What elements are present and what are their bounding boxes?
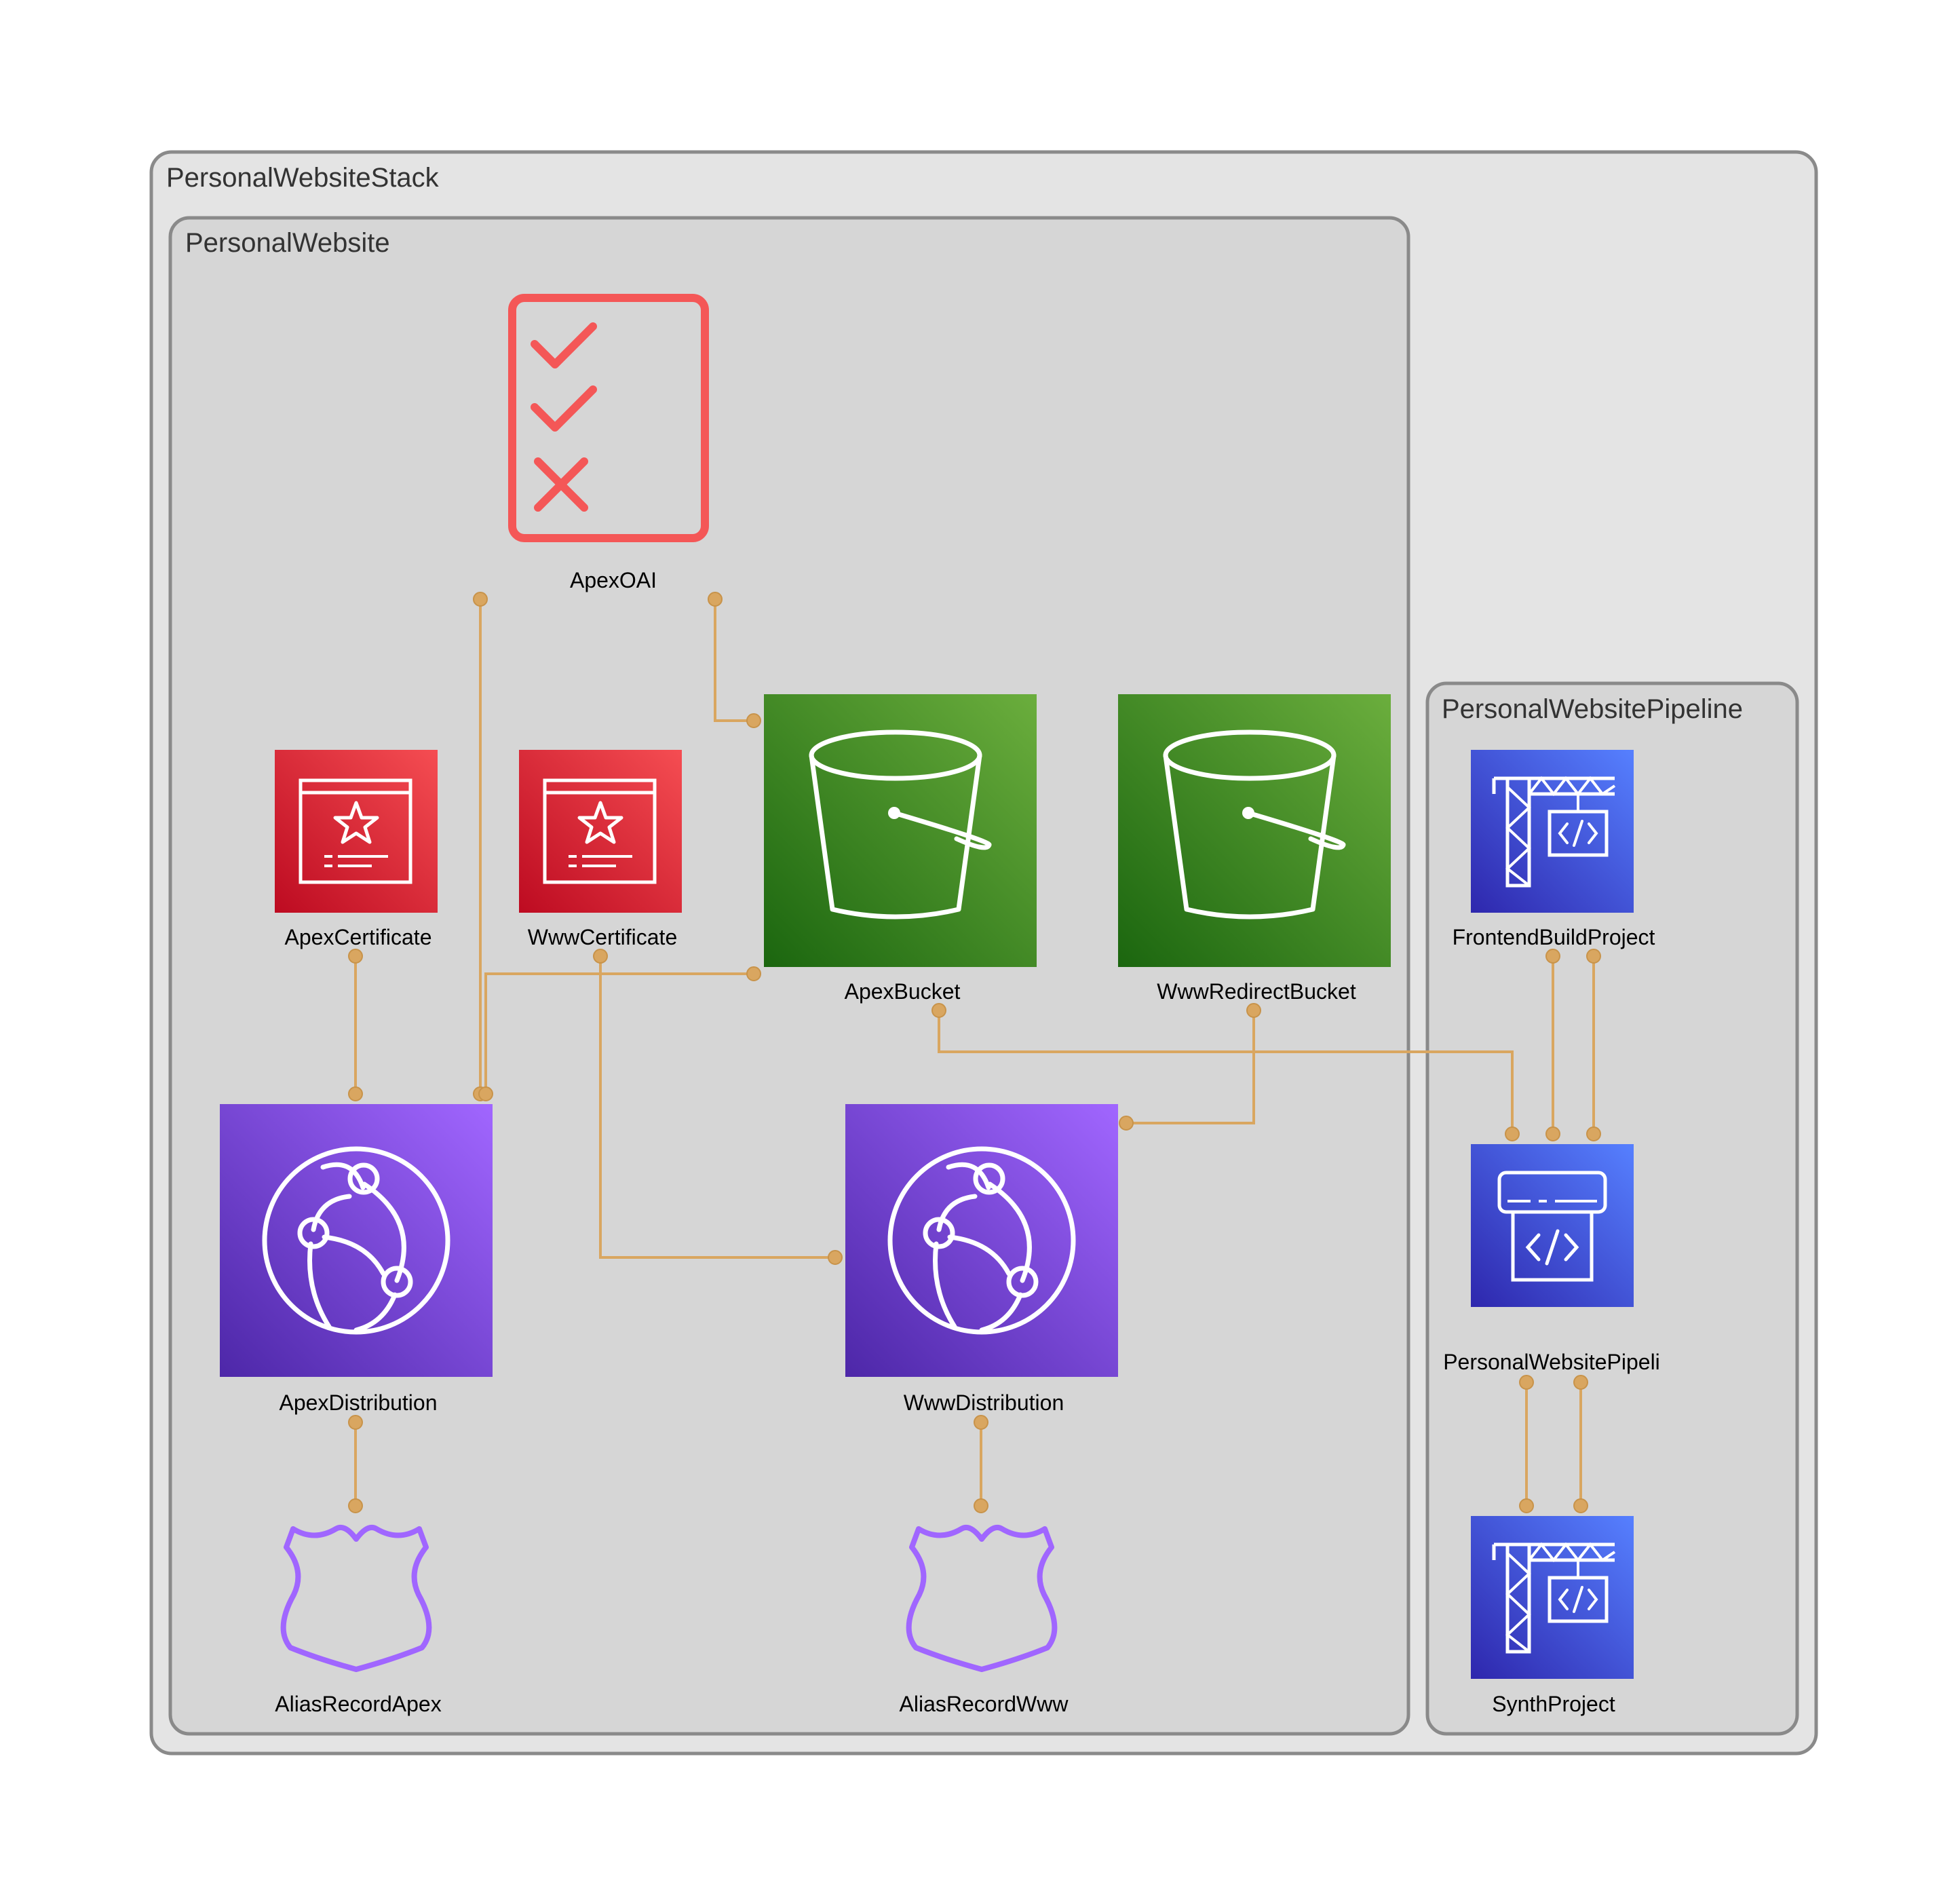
node-apex-oai[interactable]: ApexOAI [508,294,709,592]
cluster-title-pipeline: PersonalWebsitePipeline [1442,694,1743,724]
cluster-title-stack: PersonalWebsiteStack [166,163,440,193]
node-label-apex-certificate: ApexCertificate [285,925,432,949]
node-label-synth-project: SynthProject [1492,1692,1615,1716]
edges [348,592,1601,1513]
codebuild-crane-icon [1471,750,1634,913]
node-label-apex-oai: ApexOAI [570,568,657,592]
node-label-www-redirect-bucket: WwwRedirectBucket [1157,979,1356,1004]
node-label-personal-website-pipeline: PersonalWebsitePipeli [1443,1350,1660,1374]
node-apex-bucket[interactable]: ApexBucket [764,694,1037,1004]
node-label-www-certificate: WwwCertificate [528,925,677,949]
node-label-alias-record-apex: AliasRecordApex [275,1692,441,1716]
cloudfront-globe-icon [220,1104,493,1377]
node-frontend-build-project[interactable]: FrontendBuildProject [1453,750,1655,949]
node-label-apex-distribution: ApexDistribution [280,1390,438,1415]
cluster-title-website: PersonalWebsite [185,228,390,258]
edge-endpoints [348,592,1601,1513]
codebuild-crane-icon [1471,1516,1634,1679]
node-synth-project[interactable]: SynthProject [1471,1516,1634,1716]
edge-oai-to-apex-bucket [714,599,754,722]
node-label-apex-bucket: ApexBucket [845,979,961,1004]
node-label-www-distribution: WwwDistribution [904,1390,1064,1415]
node-alias-record-apex[interactable]: AliasRecordApex [275,1524,442,1716]
codepipeline-icon [1471,1144,1634,1307]
node-label-frontend-build-project: FrontendBuildProject [1453,925,1655,949]
node-personal-website-pipeline[interactable]: PersonalWebsitePipeli [1443,1144,1660,1374]
node-www-distribution[interactable]: WwwDistribution [845,1104,1118,1415]
cloudfront-globe-icon [845,1104,1118,1377]
node-www-certificate[interactable]: WwwCertificate [519,750,682,949]
edge-apex-bucket-to-apex-distribution [484,972,754,1094]
node-apex-certificate[interactable]: ApexCertificate [275,750,438,949]
certificate-icon [519,750,682,913]
node-www-redirect-bucket[interactable]: WwwRedirectBucket [1118,694,1391,1004]
certificate-icon [275,750,438,913]
s3-bucket-icon [764,694,1037,967]
edge-apex-bucket-to-pipeline [938,1010,1514,1134]
route53-shield-icon [280,1524,432,1672]
route53-shield-icon [906,1524,1058,1672]
s3-bucket-icon [1118,694,1391,967]
node-label-alias-record-www: AliasRecordWww [900,1692,1069,1716]
node-apex-distribution[interactable]: ApexDistribution [220,1104,493,1415]
checklist-icon [508,294,709,542]
edge-www-redirect-bucket-to-www-distribution [1126,1010,1255,1124]
edge-www-certificate-to-www-distribution [599,956,835,1259]
node-alias-record-www[interactable]: AliasRecordWww [900,1524,1069,1716]
